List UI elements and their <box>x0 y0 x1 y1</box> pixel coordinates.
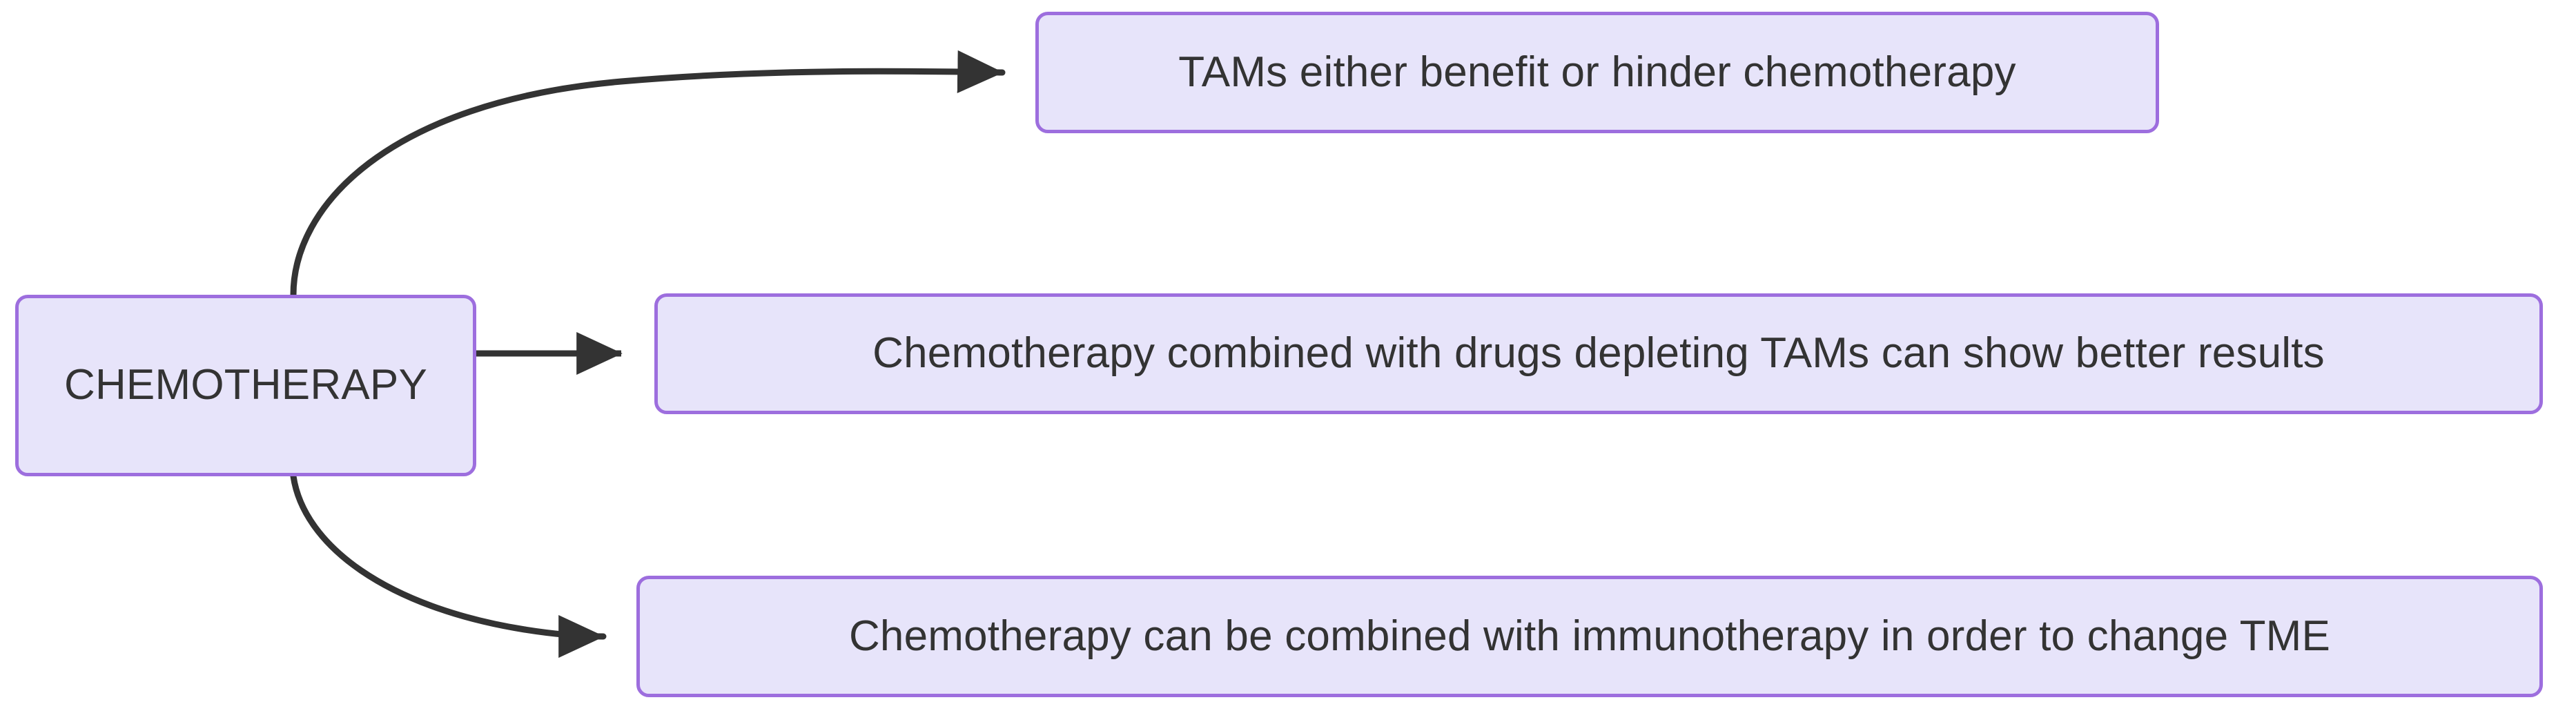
node-tams-benefit-label: TAMs either benefit or hinder chemothera… <box>1178 48 2016 96</box>
node-tams-benefit[interactable]: TAMs either benefit or hinder chemothera… <box>1035 12 2159 133</box>
node-chemotherapy-label: CHEMOTHERAPY <box>64 361 427 409</box>
edge-root-to-tams-benefit <box>290 50 1006 298</box>
node-chemotherapy[interactable]: CHEMOTHERAPY <box>15 295 476 476</box>
node-drug-depletion[interactable]: Chemotherapy combined with drugs depleti… <box>654 293 2543 414</box>
edge-root-to-immunotherapy <box>290 473 607 659</box>
node-immunotherapy-label: Chemotherapy can be combined with immuno… <box>848 612 2331 660</box>
node-immunotherapy[interactable]: Chemotherapy can be combined with immuno… <box>636 576 2543 697</box>
node-drug-depletion-label: Chemotherapy combined with drugs depleti… <box>872 329 2325 378</box>
